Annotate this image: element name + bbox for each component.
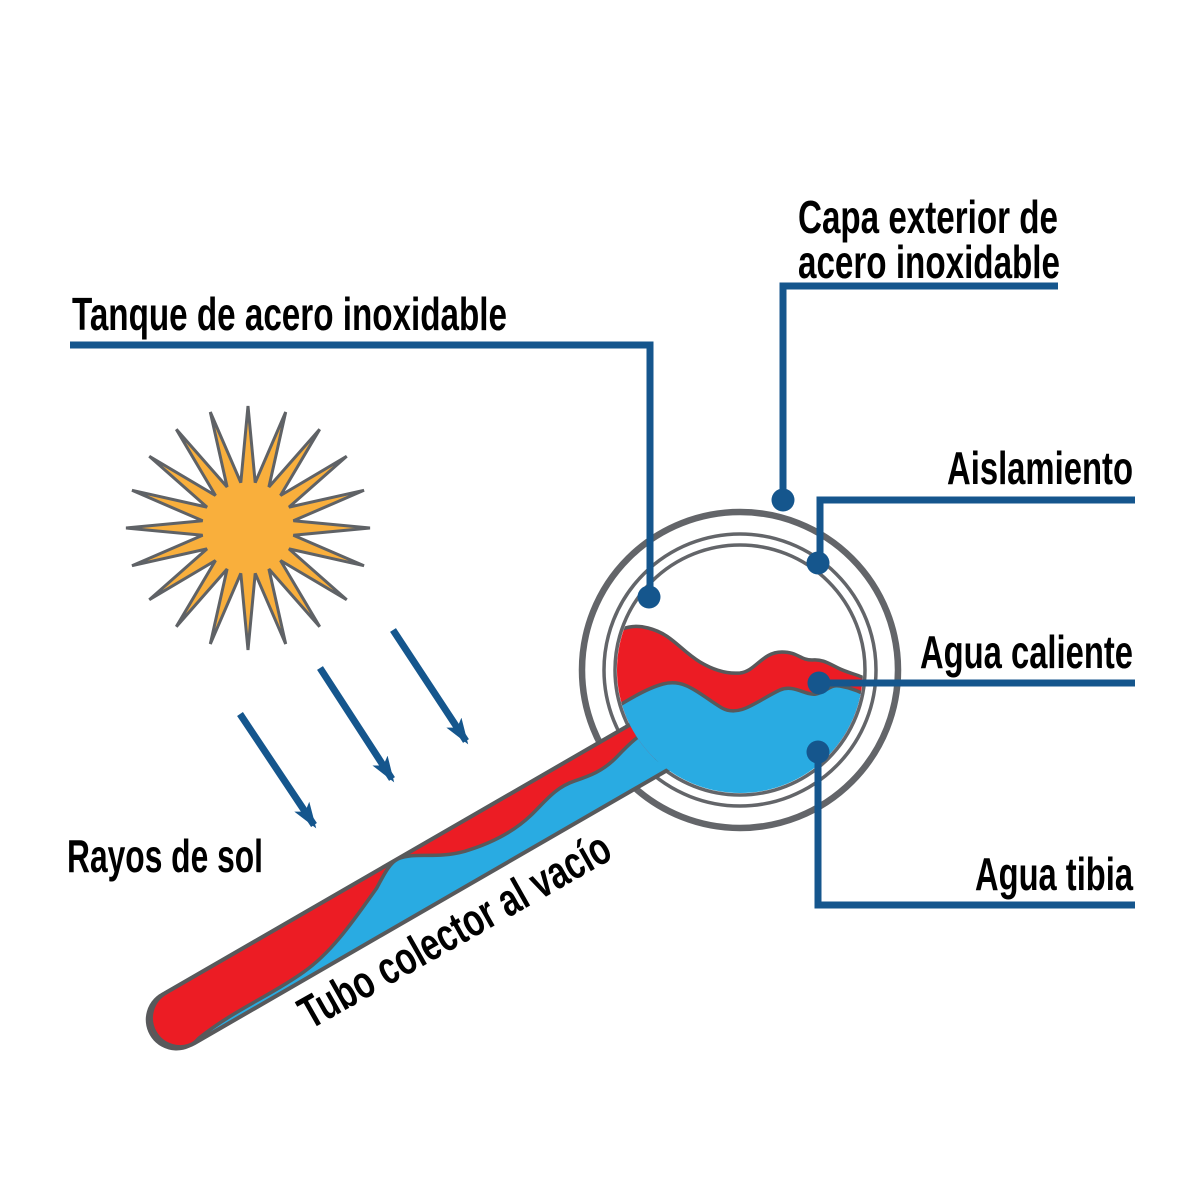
agua-caliente-pointer-dot bbox=[807, 671, 831, 695]
capa-label-line2: acero inoxidable bbox=[798, 236, 1060, 288]
agua-caliente-label: Agua caliente bbox=[920, 626, 1133, 678]
capa-pointer-dot bbox=[771, 488, 795, 512]
collector-tube bbox=[145, 706, 690, 1051]
agua-tibia-leader-line bbox=[814, 756, 1135, 909]
tanque-leader-line bbox=[70, 341, 654, 590]
labels: Tanque de acero inoxidable Capa exterior… bbox=[67, 191, 1133, 1039]
sun-icon bbox=[125, 405, 371, 651]
aislamiento-label: Aislamiento bbox=[947, 442, 1133, 494]
leader-lines bbox=[70, 282, 1135, 909]
sun-ray-arrow-2 bbox=[317, 666, 395, 783]
sun-rays-arrows bbox=[237, 628, 469, 829]
aislamiento-pointer-dot bbox=[806, 551, 830, 575]
sun-ray-arrow-3 bbox=[390, 628, 469, 745]
agua-tibia-label: Agua tibia bbox=[975, 848, 1133, 900]
tanque-label: Tanque de acero inoxidable bbox=[72, 288, 507, 340]
aislamiento-leader-line bbox=[816, 496, 1135, 556]
tanque-pointer-dot bbox=[637, 585, 661, 609]
insulation-ring bbox=[602, 532, 878, 808]
tank-rings bbox=[578, 508, 902, 832]
inner-tank-ring bbox=[613, 543, 867, 797]
rayos-de-sol-label: Rayos de sol bbox=[67, 830, 263, 882]
capa-label-line1: Capa exterior de bbox=[798, 191, 1058, 243]
outer-steel-ring bbox=[578, 508, 902, 832]
tube-hot-water-fill bbox=[145, 706, 669, 1051]
agua-tibia-pointer-dot bbox=[806, 740, 830, 764]
capa-leader-line bbox=[779, 282, 1058, 492]
sun-ray-arrow-1 bbox=[237, 712, 317, 829]
tube-outline bbox=[149, 706, 690, 1049]
